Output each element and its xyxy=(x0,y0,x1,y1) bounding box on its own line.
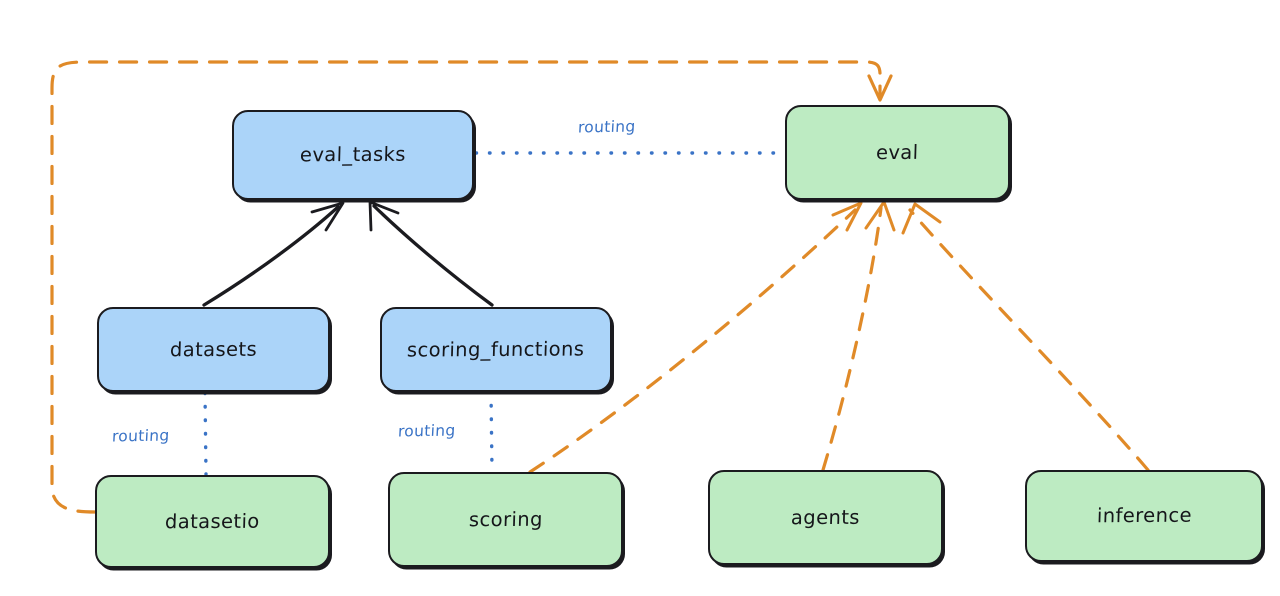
edge-datasets-to-datasetio xyxy=(203,391,208,476)
node-eval[interactable]: eval xyxy=(785,105,1010,200)
node-label: eval_tasks xyxy=(299,142,407,167)
node-label: scoring_functions xyxy=(406,337,586,362)
node-scoring[interactable]: scoring xyxy=(388,472,623,567)
edge-datasets-to-eval_tasks xyxy=(202,201,345,307)
edge-scoring_functions-to-eval_tasks xyxy=(368,200,494,307)
node-scoring-functions[interactable]: scoring_functions xyxy=(380,307,612,392)
node-label: datasetio xyxy=(164,509,261,534)
node-label: scoring xyxy=(468,507,543,532)
node-label: datasets xyxy=(169,337,258,362)
node-agents[interactable]: agents xyxy=(708,470,943,565)
edge-label-routing-scoring: routing xyxy=(397,421,457,441)
node-datasetio[interactable]: datasetio xyxy=(95,475,330,568)
edge-label-routing-datasetio: routing xyxy=(111,426,171,446)
edge-scoring_functions-to-scoring xyxy=(489,390,494,473)
node-inference[interactable]: inference xyxy=(1025,470,1263,562)
node-datasets[interactable]: datasets xyxy=(97,307,330,392)
node-label: eval xyxy=(875,140,920,164)
node-eval-tasks[interactable]: eval_tasks xyxy=(232,110,474,200)
edge-label-routing-eval: routing xyxy=(577,117,637,137)
node-label: agents xyxy=(790,505,861,529)
node-label: inference xyxy=(1096,503,1192,528)
edge-inference-to-eval xyxy=(901,202,1150,472)
edge-agents-to-eval xyxy=(821,200,896,472)
